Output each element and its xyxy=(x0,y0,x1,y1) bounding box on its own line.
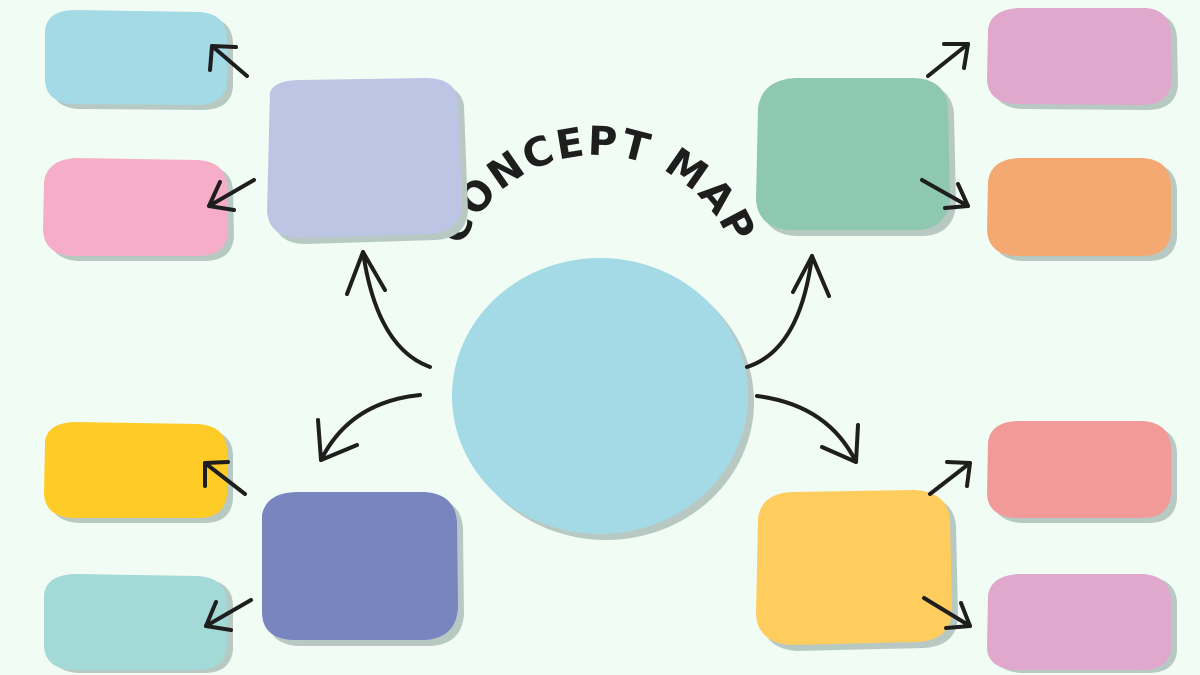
arrow-center-to-bottom-left xyxy=(316,393,422,462)
branch-node-top-right[interactable] xyxy=(756,78,956,236)
leaf-node-top-left-2[interactable] xyxy=(43,158,234,261)
arrow-center-to-top-left xyxy=(345,250,432,369)
arrow-branch-to-leaf-tl-2 xyxy=(207,178,256,212)
arrow-branch-to-leaf-br-2 xyxy=(922,596,972,630)
leaf-node-top-right-2[interactable] xyxy=(987,158,1177,261)
arrow-branch-to-leaf-tr-2 xyxy=(920,178,970,210)
leaf-node-top-right-1[interactable] xyxy=(987,8,1178,110)
connector-arrows xyxy=(203,42,972,632)
arrow-branch-to-leaf-tl-1 xyxy=(208,44,249,78)
branch-node-bottom-right[interactable] xyxy=(756,490,958,651)
arrow-branch-to-leaf-bl-1 xyxy=(203,460,247,496)
center-node[interactable] xyxy=(452,258,754,540)
branch-node-bottom-left[interactable] xyxy=(262,492,464,646)
leaf-node-bottom-right-2[interactable] xyxy=(987,574,1177,673)
branch-node-top-left[interactable] xyxy=(267,78,468,244)
arrow-branch-to-leaf-br-1 xyxy=(928,460,972,496)
arrow-branch-to-leaf-tr-1 xyxy=(926,42,970,78)
leaf-node-top-left-1[interactable] xyxy=(45,10,233,110)
arrow-branch-to-leaf-bl-2 xyxy=(204,598,253,632)
arrow-center-to-bottom-right xyxy=(755,394,860,464)
leaf-node-bottom-left-2[interactable] xyxy=(44,574,233,673)
leaf-node-bottom-left-1[interactable] xyxy=(44,422,233,523)
arrow-center-to-top-right xyxy=(745,254,831,369)
leaf-node-bottom-right-1[interactable] xyxy=(987,421,1177,523)
